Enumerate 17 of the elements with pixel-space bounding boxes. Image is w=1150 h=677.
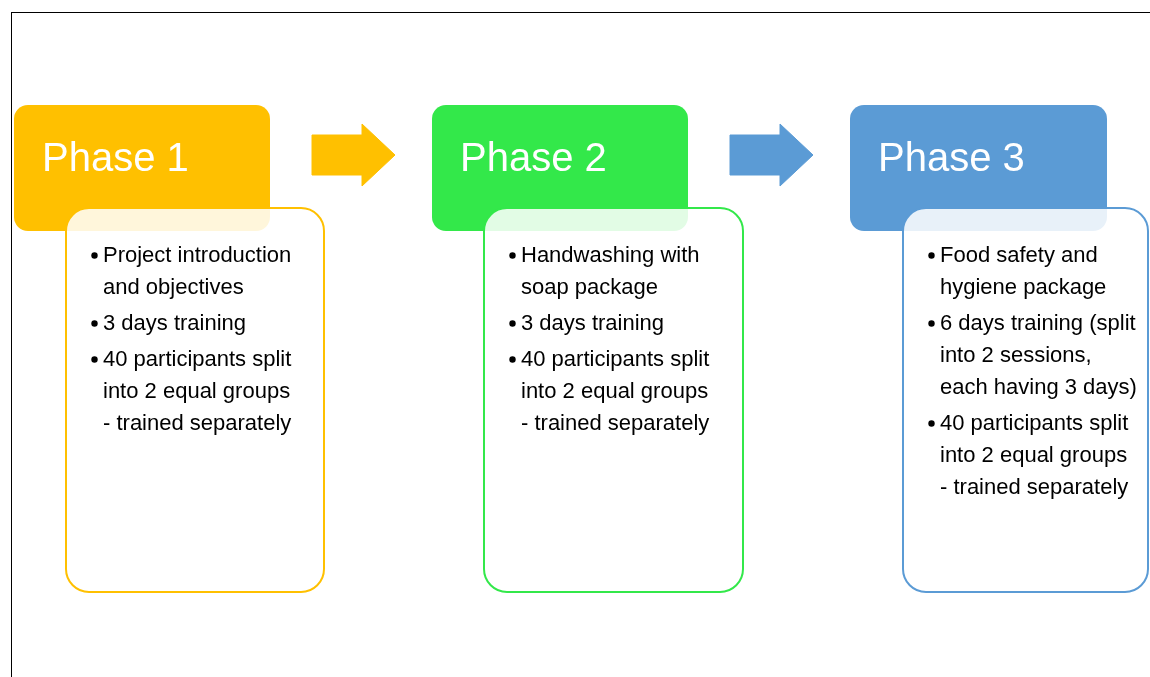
bullet-item: 40 participants split into 2 equal groups - trained separately — [940, 409, 1130, 501]
details-box — [902, 207, 1149, 593]
phase-title: Phase 3 — [878, 135, 1026, 179]
bullet-item: 6 days training (split into 2 sessions, each having 3 days) — [940, 309, 1138, 401]
bullet-item: 3 days training — [103, 309, 248, 337]
bullet-item: Food safety and hygiene package — [940, 241, 1108, 301]
details-box — [483, 207, 744, 593]
bullet-item: Project introduction and objectives — [103, 241, 293, 301]
bullet-item: Handwashing with soap package — [521, 241, 701, 301]
block-arrow — [311, 123, 396, 187]
phase-title: Phase 2 — [460, 135, 608, 179]
bullet-item: 3 days training — [521, 309, 666, 337]
bullet-item: 40 participants split into 2 equal groups - trained separately — [103, 345, 293, 437]
phase-title: Phase 1 — [42, 135, 190, 179]
bullet-item: 40 participants split into 2 equal groups - trained separately — [521, 345, 711, 437]
block-arrow — [729, 123, 814, 187]
details-box — [65, 207, 325, 593]
